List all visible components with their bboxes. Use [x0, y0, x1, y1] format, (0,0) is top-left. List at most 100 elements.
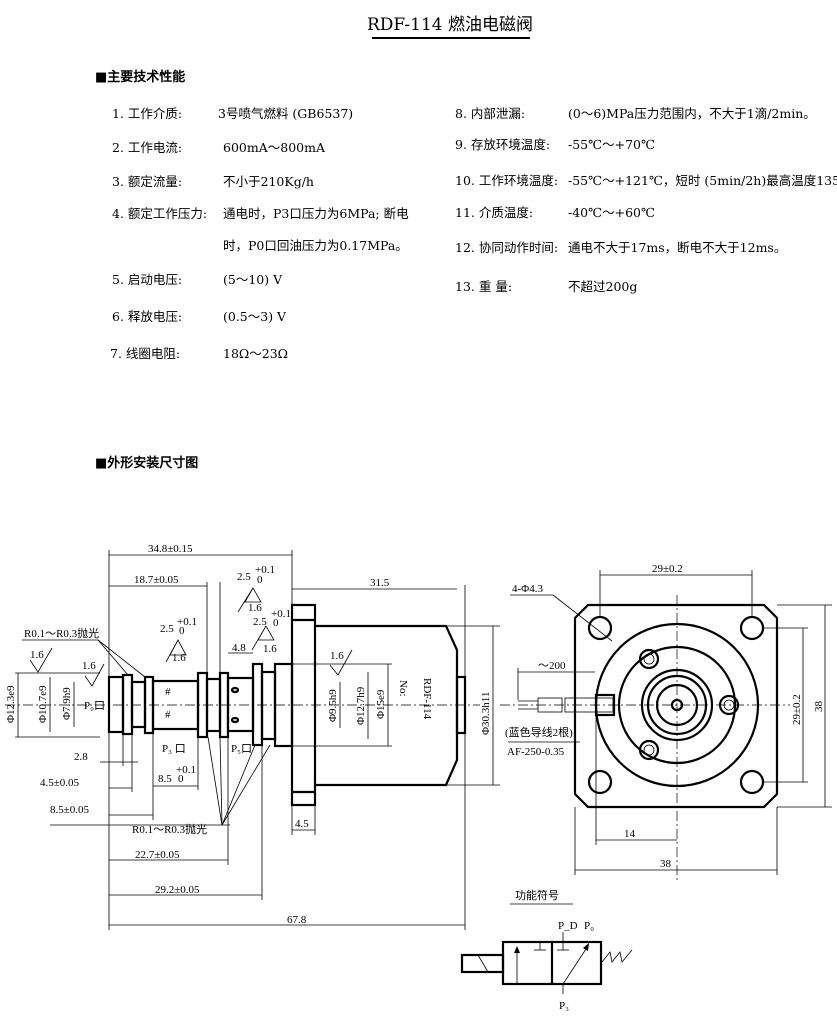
spec-item: 8. 内部泄漏:	[455, 103, 525, 122]
port-p5-label: P₅口	[231, 743, 252, 755]
spec-label: 工作环境温度:	[478, 173, 559, 188]
spec-item: 4. 额定工作压力:	[112, 203, 207, 222]
spec-value: 不超过200g	[568, 279, 638, 294]
spec-item: 12. 协同动作时间:	[455, 237, 558, 256]
dia-9-5: Φ9.5h9	[327, 689, 339, 722]
wire-spec: AF-250-0.35	[507, 746, 565, 758]
dim-29-2: 29.2±0.05	[155, 884, 200, 896]
dim-34-8: 34.8±0.15	[148, 543, 193, 555]
tolerance: 0	[273, 617, 279, 629]
port-p0-label: P₀	[584, 920, 594, 932]
spec-num: 9.	[455, 137, 467, 152]
spec-value: (0.5～3) V	[223, 309, 287, 324]
tolerance: +0.1	[271, 608, 291, 620]
holes-note: 4-Φ4.3	[512, 583, 543, 595]
spec-label: 重 量:	[478, 279, 513, 294]
dim-31-5: 31.5	[370, 577, 390, 589]
title-underline	[372, 37, 530, 39]
roughness-symbol	[329, 649, 353, 676]
spec-value: 600mA～800mA	[223, 140, 325, 155]
svg-text:#: #	[165, 709, 171, 721]
spec-value-cont: 时，P0口回油压力为0.17MPa。	[223, 238, 408, 253]
spec-num: 8.	[455, 106, 467, 121]
spec-value: 3号喷气燃料 (GB6537)	[218, 106, 354, 121]
dim-flange-4-5: 4.5	[295, 818, 309, 830]
spec-label: 额定工作压力:	[127, 206, 208, 221]
dim-14: 14	[624, 828, 636, 840]
spec-num: 1.	[112, 106, 124, 121]
dim-29-side: 29±0.2	[791, 694, 803, 725]
spec-label: 工作电流:	[127, 140, 183, 155]
spec-num: 2.	[112, 140, 124, 155]
spec-item: 7. 线圈电阻:	[110, 343, 180, 362]
spec-value: 通电不大于17ms，断电不大于12ms。	[568, 240, 787, 255]
spec-label: 介质温度:	[478, 205, 534, 220]
dim-67-8: 67.8	[287, 914, 307, 926]
spec-item: 1. 工作介质:	[112, 103, 182, 122]
dim-2-5: 2.5	[253, 616, 267, 628]
roughness-label: 1.6	[172, 652, 186, 664]
spec-value: (0～6)MPa压力范围内，不大于1滴/2min。	[568, 106, 816, 121]
roughness-label: 1.6	[82, 660, 96, 672]
spec-label: 存放环境温度:	[470, 137, 551, 152]
spec-num: 7.	[110, 346, 122, 361]
dia-10-7: Φ10.7e9	[37, 685, 49, 723]
spec-num: 5.	[112, 272, 124, 287]
dim-38-side: 38	[813, 701, 825, 713]
dim-2-5: 2.5	[237, 571, 251, 583]
spec-value: (5～10) V	[223, 272, 283, 287]
spec-item: 5. 启动电压:	[112, 269, 182, 288]
spec-label: 内部泄漏:	[470, 106, 526, 121]
roughness-label: 1.6	[248, 602, 262, 614]
spec-value: 不小于210Kg/h	[223, 174, 314, 189]
spec-num: 6.	[112, 309, 124, 324]
roughness-label: 1.6	[263, 643, 277, 655]
wire-note: (蓝色导线2根)	[505, 725, 573, 739]
document-title: RDF-114 燃油电磁阀	[366, 15, 534, 35]
port-pd-label: P_D	[558, 920, 578, 932]
spec-label: 工作介质:	[127, 106, 183, 121]
dia-12-7: Φ12.7h9	[355, 686, 367, 725]
dim-22-7: 22.7±0.05	[135, 849, 180, 861]
port-p3-label: P₃ 口	[162, 743, 186, 755]
dim-18-7: 18.7±0.05	[134, 574, 179, 586]
dia-15: Φ15e9	[375, 689, 387, 719]
dim-8-5-port: 8.5	[158, 773, 172, 785]
dim-8-5: 8.5±0.05	[50, 804, 90, 816]
roughness-symbol	[29, 647, 53, 673]
dia-12-3: Φ12.3e9	[5, 685, 17, 723]
tolerance: +0.1	[176, 764, 196, 776]
spec-item: 3. 额定流量:	[112, 171, 182, 190]
spec-num: 12.	[455, 240, 475, 255]
roughness-label: 1.6	[30, 649, 44, 661]
tolerance: 0	[179, 625, 185, 637]
port-p0-label: P₀口	[84, 700, 105, 712]
roughness-symbol	[251, 625, 275, 651]
roughness-symbol	[237, 587, 262, 613]
spec-value: 18Ω～23Ω	[223, 346, 289, 361]
function-symbol: 功能符号 P_D P₀ P₃	[460, 888, 633, 1012]
dia-7-9: Φ7.9h9	[61, 687, 73, 720]
dim-2-8: 2.8	[74, 751, 88, 763]
tolerance: +0.1	[177, 616, 197, 628]
section-specs-heading: ■主要技术性能	[95, 70, 186, 85]
spec-value: -55℃～+70℃	[568, 137, 655, 152]
wire-length: ～200	[538, 660, 566, 672]
dim-29-top: 29±0.2	[652, 563, 683, 575]
spec-num: 10.	[455, 173, 475, 188]
spec-value: -55℃～+121℃，短时 (5min/2h)最高温度135℃。	[568, 173, 837, 188]
roughness-symbol	[84, 663, 105, 687]
spec-label: 启动电压:	[127, 272, 183, 287]
section-drawing-heading: ■外形安装尺寸图	[95, 456, 199, 471]
spec-num: 13.	[455, 279, 475, 294]
spec-label: 释放电压:	[127, 309, 183, 324]
spec-item: 6. 释放电压:	[112, 306, 182, 325]
dim-4-5: 4.5±0.05	[40, 777, 80, 789]
port-p3-label: P₃	[559, 1000, 569, 1012]
spec-item: 11. 介质温度:	[455, 202, 533, 221]
tolerance: 0	[178, 773, 184, 785]
spec-label: 额定流量:	[127, 174, 183, 189]
serial-no-label: No:	[397, 680, 409, 697]
spec-num: 11.	[455, 205, 475, 220]
